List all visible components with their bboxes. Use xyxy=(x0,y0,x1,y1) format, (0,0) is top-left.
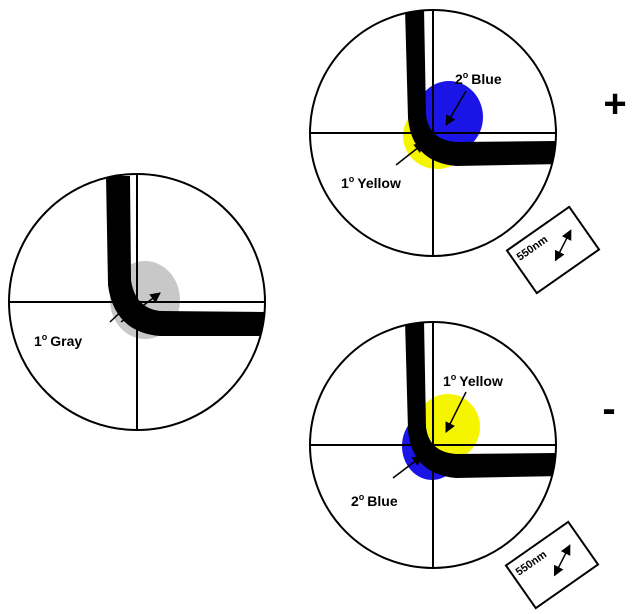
compensator-plate: 550nm xyxy=(504,520,600,610)
plus-sign: + xyxy=(603,82,626,126)
double-arrow-icon xyxy=(553,544,571,577)
plate-frame xyxy=(505,205,601,295)
arrow xyxy=(395,142,425,166)
arrow xyxy=(445,391,467,433)
minus-sign: - xyxy=(602,387,615,431)
isogyre xyxy=(106,176,265,336)
arrow xyxy=(392,455,423,479)
compensator-plate: 550nm xyxy=(505,205,601,295)
arrow xyxy=(109,303,130,323)
arrow xyxy=(120,292,161,323)
plate-frame xyxy=(504,520,600,610)
double-arrow-icon xyxy=(554,229,572,262)
arrow xyxy=(445,90,467,126)
